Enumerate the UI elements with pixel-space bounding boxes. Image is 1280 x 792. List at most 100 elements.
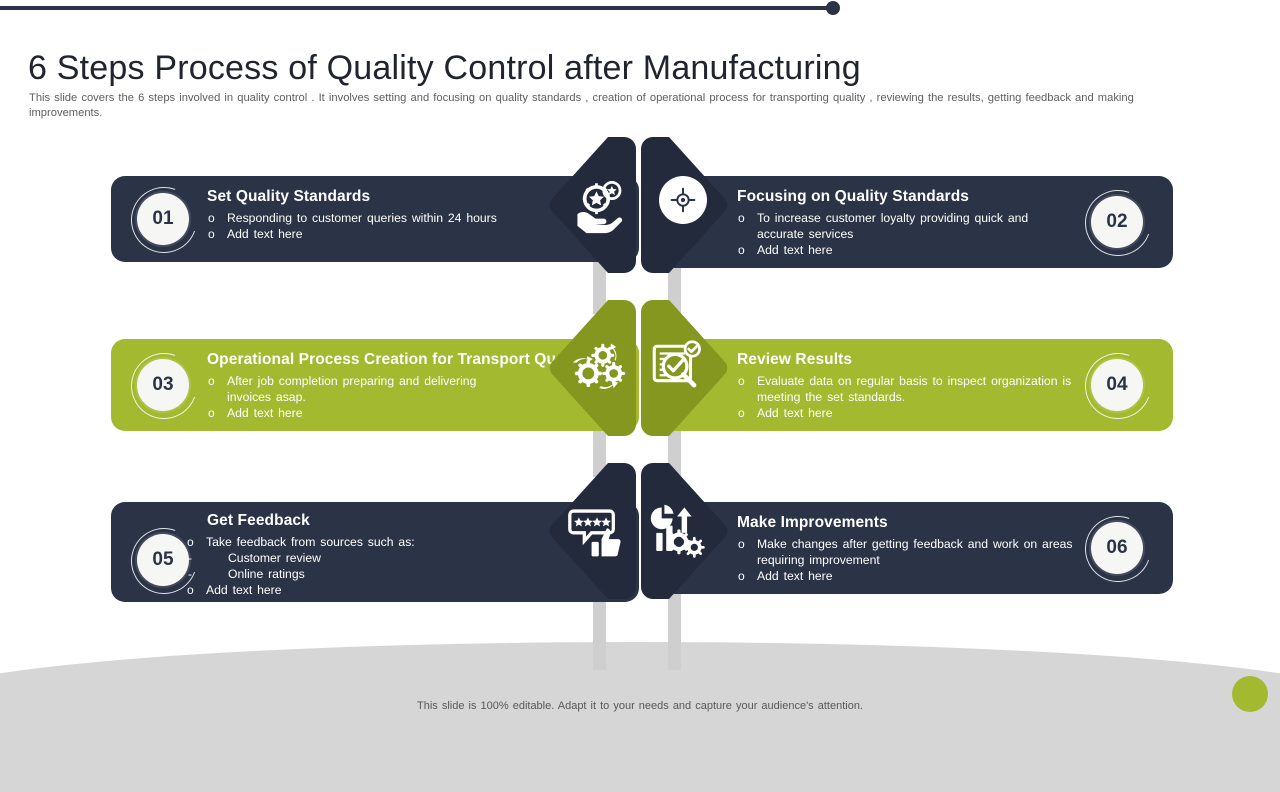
bullet-marker: o (738, 569, 745, 583)
bullet-marker: o (187, 583, 194, 597)
bullet-marker: o (208, 374, 215, 388)
step-number-03: 03 (137, 359, 189, 411)
bullet-marker: o (208, 406, 215, 420)
bullet-text: Add text here (227, 227, 303, 241)
corner-accent-dot (1232, 676, 1268, 712)
bullet-item: o To increase customer loyalty providing … (737, 210, 1107, 242)
step-title-01: Set Quality Standards (207, 188, 371, 205)
top-decorative-dot (826, 1, 840, 15)
step-bullets-04: o Evaluate data on regular basis to inspe… (737, 373, 1122, 421)
bullet-text: Online ratings (228, 567, 305, 581)
step-bullets-03: o After job completion preparing and deli… (207, 373, 607, 421)
bullet-marker: o (208, 227, 215, 241)
bullet-text: Take feedback from sources such as: (206, 535, 415, 549)
step-icon-tile-02 (639, 135, 729, 275)
step-badge-03: 03 (120, 342, 208, 430)
target-focus-icon (659, 176, 707, 224)
bullet-text: Add text here (757, 406, 833, 420)
hexagon-shape (549, 463, 636, 599)
bullet-text: Add text here (206, 583, 282, 597)
step-card-01[interactable]: 01 Set Quality Standards o Responding to … (111, 176, 639, 264)
bullet-marker: o (738, 374, 745, 388)
step-title-04: Review Results (737, 351, 853, 368)
bullet-item: o Add text here (207, 226, 607, 242)
page-subtitle: This slide covers the 6 steps involved i… (29, 92, 1134, 119)
step-card-06[interactable]: 06 Make Improvements o Make changes after… (649, 502, 1173, 594)
step-badge-05: 05 (120, 517, 208, 605)
bottom-decorative-band (0, 642, 1280, 792)
review-thumbsup-icon (552, 461, 642, 601)
top-decorative-rule (0, 6, 832, 10)
bullet-item: o Add text here (186, 582, 586, 598)
bullet-marker: o (738, 243, 745, 257)
step-title-03: Operational Process Creation for Transpo… (207, 351, 588, 368)
step-content-01: Set Quality Standards o Responding to cus… (207, 188, 607, 242)
step-number-01: 01 (137, 193, 189, 245)
step-badge-06: 06 (1074, 505, 1162, 593)
step-number-06: 06 (1091, 522, 1143, 574)
bullet-marker: - (188, 551, 192, 565)
step-number-02: 02 (1091, 196, 1143, 248)
step-icon-tile-04 (639, 298, 729, 438)
connector-bar-right-bottom (668, 578, 681, 670)
gears-cycle-icon (556, 298, 646, 438)
bullet-text: Add text here (757, 569, 833, 583)
step-title-05: Get Feedback (207, 512, 310, 529)
bullet-text: To increase customer loyalty providing q… (757, 211, 1029, 241)
connector-bar-left-top (593, 252, 606, 314)
hexagon-shape (549, 137, 636, 273)
step-content-03: Operational Process Creation for Transpo… (207, 351, 607, 421)
step-card-04[interactable]: 04 Review Results o Evaluate data on regu… (649, 339, 1173, 431)
bullet-text: Evaluate data on regular basis to inspec… (757, 374, 1072, 404)
bullet-item: - Customer review (186, 550, 586, 566)
step-icon-tile-06 (639, 461, 729, 601)
page-title: 6 Steps Process of Quality Control after… (28, 48, 861, 87)
document-check-magnifier-icon (631, 298, 721, 438)
footer-note: This slide is 100% editable. Adapt it to… (417, 700, 863, 712)
step-bullets-02: o To increase customer loyalty providing … (737, 210, 1107, 258)
bullet-item: o Make changes after getting feedback and… (737, 536, 1117, 568)
bullet-marker: o (208, 211, 215, 225)
bullet-item: o Add text here (737, 568, 1117, 584)
step-icon-tile-05 (548, 461, 638, 601)
bullet-item: o Add text here (737, 242, 1107, 258)
bullet-marker: o (738, 406, 745, 420)
step-card-03[interactable]: 03 Operational Process Creation for Tran… (111, 339, 639, 431)
step-icon-tile-01 (548, 135, 638, 275)
step-row-2: 03 Operational Process Creation for Tran… (0, 297, 1280, 447)
step-number-04: 04 (1091, 359, 1143, 411)
bullet-item: o After job completion preparing and deli… (207, 373, 607, 405)
step-bullets-01: o Responding to customer queries within 2… (207, 210, 607, 242)
step-badge-04: 04 (1074, 342, 1162, 430)
bullet-marker: o (738, 211, 745, 225)
step-badge-02: 02 (1074, 179, 1162, 267)
bullet-text: Responding to customer queries within 24… (227, 211, 497, 225)
step-badge-01: 01 (120, 176, 208, 264)
bullet-item: - Online ratings (186, 566, 586, 582)
bullet-text: Add text here (227, 406, 303, 420)
step-row-1: 01 Set Quality Standards o Responding to … (0, 134, 1280, 284)
bullet-marker: o (738, 537, 745, 551)
step-bullets-06: o Make changes after getting feedback and… (737, 536, 1117, 584)
analytics-gears-icon (633, 461, 723, 601)
bullet-item: o Responding to customer queries within 2… (207, 210, 607, 226)
step-title-06: Make Improvements (737, 514, 888, 531)
step-icon-tile-03 (548, 298, 638, 438)
bullet-item: o Add text here (737, 405, 1122, 421)
bullet-text: Customer review (228, 551, 321, 565)
bullet-text: After job completion preparing and deliv… (227, 374, 477, 404)
bullet-text: Make changes after getting feedback and … (757, 537, 1073, 567)
step-number-05: 05 (137, 534, 189, 586)
step-content-06: Make Improvements o Make changes after ge… (737, 514, 1117, 584)
bullet-item: o Add text here (207, 405, 607, 421)
bullet-text: Add text here (757, 243, 833, 257)
bullet-item: o Evaluate data on regular basis to inspe… (737, 373, 1122, 405)
bullet-marker: - (188, 567, 192, 581)
